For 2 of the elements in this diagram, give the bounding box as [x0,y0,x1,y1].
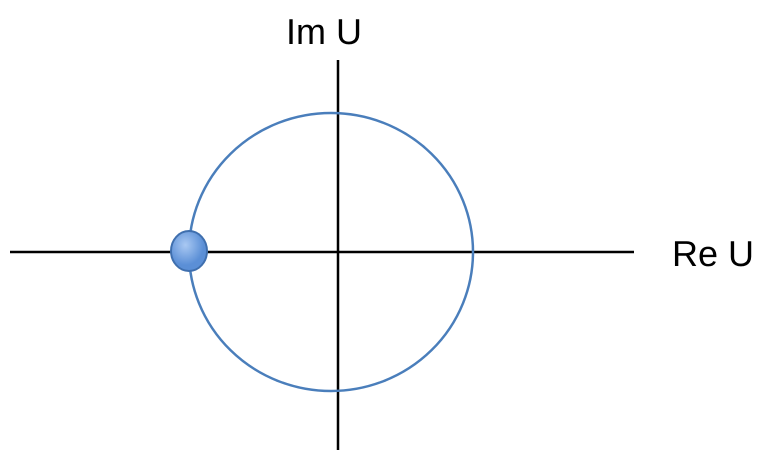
axis-label: Im U [286,12,362,52]
axis-label: Re U [672,234,754,274]
